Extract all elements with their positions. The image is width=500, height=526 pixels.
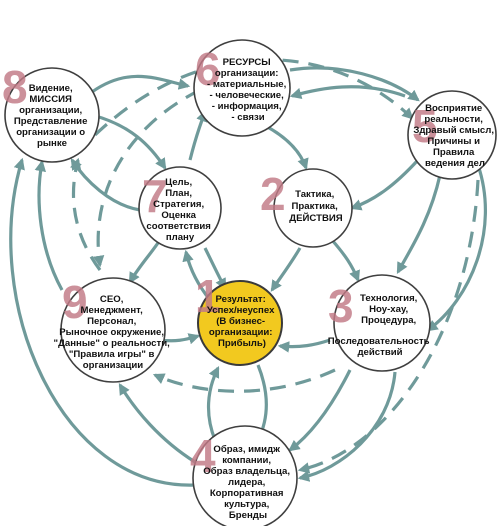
arrow-ring-perception-to-technology [396, 174, 442, 275]
node-technology-number: 3 [328, 280, 354, 332]
node-result-number: 1 [195, 270, 221, 322]
node-image: 4 Образ, имидж компании, Образ владельца… [190, 425, 298, 526]
node-vision-label: Видение, МИССИЯ организации, Представлен… [14, 83, 90, 149]
node-image-number: 4 [190, 430, 216, 482]
node-perception-number: 5 [412, 100, 438, 152]
node-perception: 5 Восприятие реальности, Здравый смысл, … [407, 90, 497, 180]
node-image-label: Образ, имидж компании, Образ владельца, … [203, 444, 292, 521]
arrow-tactics-to-result [270, 247, 302, 292]
node-tactics: 2 Тактика, Практика, ДЕЙСТВИЯ [260, 168, 353, 248]
arrow-ring-ceo-to-vision [34, 159, 64, 291]
node-goal-number: 7 [142, 170, 168, 222]
node-goal: 7 Цель, План, Стратегия, Оценка соответс… [138, 166, 222, 250]
arrow-ring-technology-to-result [277, 338, 331, 353]
arrow-ring-perception-to-resources [289, 85, 406, 100]
node-resources-label: РЕСУРСЫ организации: - материальные, - ч… [207, 57, 289, 123]
arrow-ring-vision-to-goal [91, 113, 167, 170]
node-ceo-number: 9 [62, 276, 88, 328]
arrow-goal-to-ceo [128, 239, 162, 284]
arrow-outer-vision-to-resources [91, 74, 191, 94]
node-perception-label: Восприятие реальности, Здравый смысл, Пр… [413, 103, 496, 169]
node-ceo: 9 CEO, Менеджмент, Персонал, Рыночное ок… [54, 276, 173, 383]
node-tactics-label: Тактика, Практика, ДЕЙСТВИЯ [289, 189, 343, 224]
dashed-perception-to-image [297, 179, 480, 474]
node-technology: 3 Технология, Ноу-хау, Процедура, Послед… [328, 274, 432, 372]
dashed-resources-to-ceo [92, 88, 201, 268]
node-vision: 8 Видение, МИССИЯ организации, Представл… [2, 61, 100, 163]
arrow-ring-perception-to-tactics [349, 158, 420, 211]
arrow-technology-to-image [288, 369, 352, 452]
node-tactics-number: 2 [260, 168, 286, 220]
arrow-outer-resources-to-perception [289, 66, 420, 102]
arrow-ring-goal-to-vision [70, 158, 141, 212]
arrow-goal-to-resources [188, 109, 208, 161]
dashed-technology-to-ceo [152, 368, 336, 393]
arrow-image-to-result [206, 365, 220, 441]
arrow-tactics-to-technology [330, 238, 360, 283]
arrow-ring-image-to-ceo [118, 383, 196, 464]
node-resources: 6 РЕСУРСЫ организации: - материальные, -… [193, 39, 291, 137]
node-ceo-label: CEO, Менеджмент, Персонал, Рыночное окру… [54, 294, 173, 371]
node-resources-number: 6 [195, 43, 221, 95]
node-goal-label: Цель, План, Стратегия, Оценка соответств… [146, 177, 213, 243]
node-technology-label: Технология, Ноу-хау, Процедура, Последов… [328, 293, 432, 358]
node-result: 1 Результат: Успех/неуспех (В бизнес- ор… [195, 270, 283, 366]
arrow-outer-image-to-vision [9, 157, 196, 487]
dashed-ceo-to-vision [70, 157, 102, 271]
arrow-outer-perception-to-technology [426, 164, 487, 332]
node-result-label: Результат: Успех/неуспех (В бизнес- орга… [207, 294, 277, 349]
arrow-outer-technology-to-image [297, 371, 397, 482]
node-vision-number: 8 [2, 61, 28, 113]
